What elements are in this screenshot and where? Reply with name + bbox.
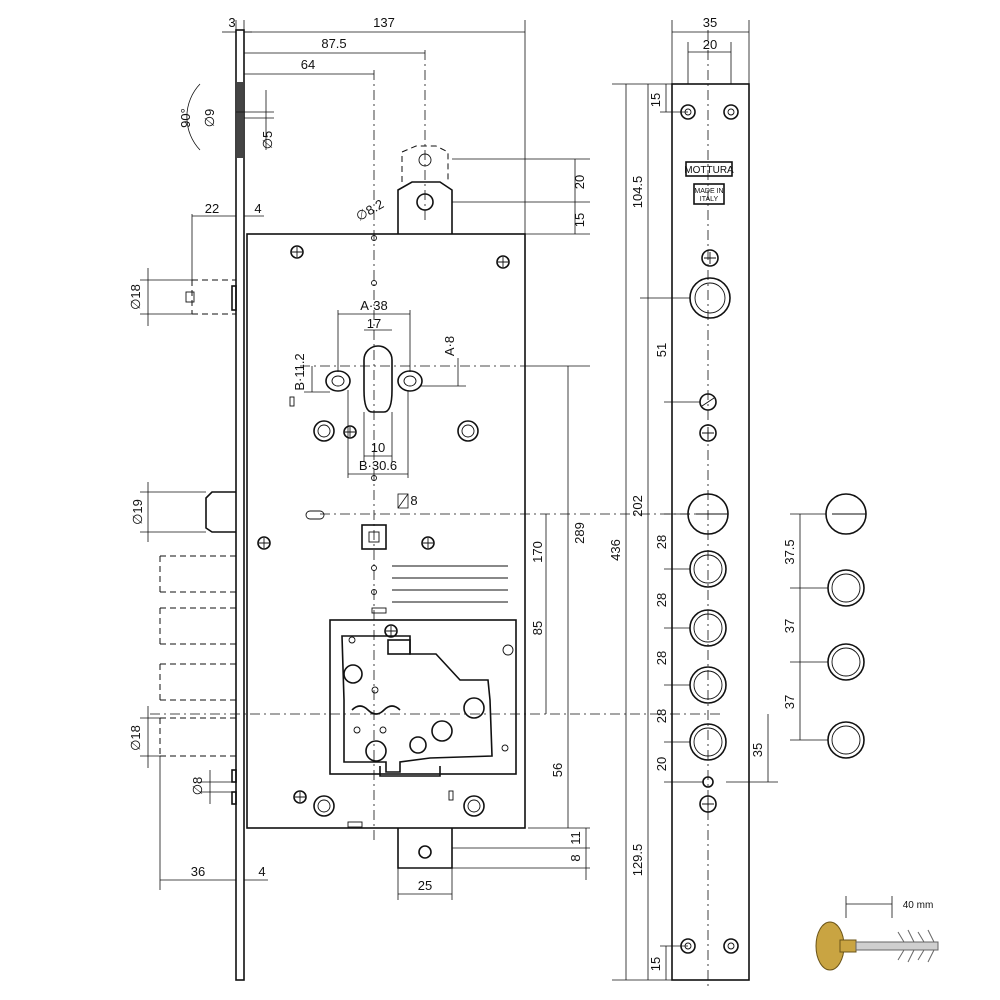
dim-15-plate-top: 15 (648, 93, 663, 107)
case-label-lines (392, 565, 508, 603)
dim-square-8: 8 (410, 493, 417, 508)
dim-20-plate-low: 20 (654, 757, 669, 771)
dim-104-5: 104.5 (630, 176, 645, 209)
dim-35-plate: 35 (703, 15, 717, 30)
top-guide-pin (185, 279, 237, 315)
country-label: ITALY (700, 196, 719, 203)
dim-15-plate-bottom: 15 (648, 957, 663, 971)
dim-dia18-top: ∅18 (128, 284, 143, 310)
dim-28-c: 28 (654, 651, 669, 665)
dim-dia9: ∅9 (202, 109, 217, 128)
dim-dia18-bottom: ∅18 (128, 725, 143, 751)
dim-20-keeper: 20 (572, 175, 587, 189)
deadbolt-stack (159, 555, 236, 757)
lock-case (246, 145, 526, 869)
dim-85: 85 (530, 621, 545, 635)
dim-37-b: 37 (782, 695, 797, 709)
bottom-pin (231, 769, 237, 805)
dim-17: 17 (367, 316, 381, 331)
dim-64: 64 (301, 57, 315, 72)
cylinder-screw-hole-right (397, 370, 423, 392)
dim-4-top: 4 (254, 201, 261, 216)
dim-dia8-2: ∅8.2 (353, 196, 386, 224)
dim-137: 137 (373, 15, 395, 30)
brand-plate: MOTTURA MADE IN ITALY (684, 165, 734, 203)
dim-b11-2: B·11.2 (292, 353, 307, 390)
dim-28-b: 28 (654, 593, 669, 607)
dim-56: 56 (550, 763, 565, 777)
latch-bolt (205, 491, 236, 533)
dim-170: 170 (530, 541, 545, 563)
dim-8-right: 8 (568, 854, 583, 861)
dim-37-5: 37.5 (782, 539, 797, 564)
case-screw-icon (257, 245, 510, 804)
dim-25: 25 (418, 878, 432, 893)
lock-mechanism (329, 619, 517, 777)
dim-51: 51 (654, 343, 669, 357)
brand-label: MOTTURA (684, 165, 734, 176)
dim-10: 10 (371, 440, 385, 455)
dim-90-deg: 90° (178, 108, 193, 128)
dimensions-right (612, 20, 828, 981)
dim-4-bottom: 4 (258, 864, 265, 879)
dim-37-a: 37 (782, 619, 797, 633)
dim-a38: A·38 (360, 298, 387, 313)
dim-20-plate: 20 (703, 37, 717, 52)
dim-87-5: 87.5 (321, 36, 346, 51)
dimensions-left (140, 20, 590, 900)
key-icon (815, 896, 939, 971)
dim-28-a: 28 (654, 535, 669, 549)
dim-40mm: 40 mm (903, 900, 934, 911)
dim-b30-6: B·30.6 (359, 458, 397, 473)
dim-35-right: 35 (750, 743, 765, 757)
dim-11: 11 (568, 831, 583, 845)
bolt-side-views (825, 493, 867, 759)
dim-3: 3 (228, 15, 235, 30)
lock-faceplate (235, 29, 245, 981)
dim-28-d: 28 (654, 709, 669, 723)
dim-36: 36 (191, 864, 205, 879)
dim-dia5: ∅5 (260, 131, 275, 150)
dim-dia8: ∅8 (190, 777, 205, 796)
dim-22: 22 (205, 201, 219, 216)
dim-289: 289 (572, 522, 587, 544)
cylinder-screw-hole-left (325, 370, 351, 392)
dim-dia19: ∅19 (130, 499, 145, 525)
dim-202: 202 (630, 495, 645, 517)
dim-129-5: 129.5 (630, 844, 645, 877)
dim-a8: A·8 (442, 336, 457, 356)
made-in-label: MADE IN (694, 188, 723, 195)
dim-436: 436 (608, 539, 623, 561)
dim-15-case: 15 (572, 213, 587, 227)
